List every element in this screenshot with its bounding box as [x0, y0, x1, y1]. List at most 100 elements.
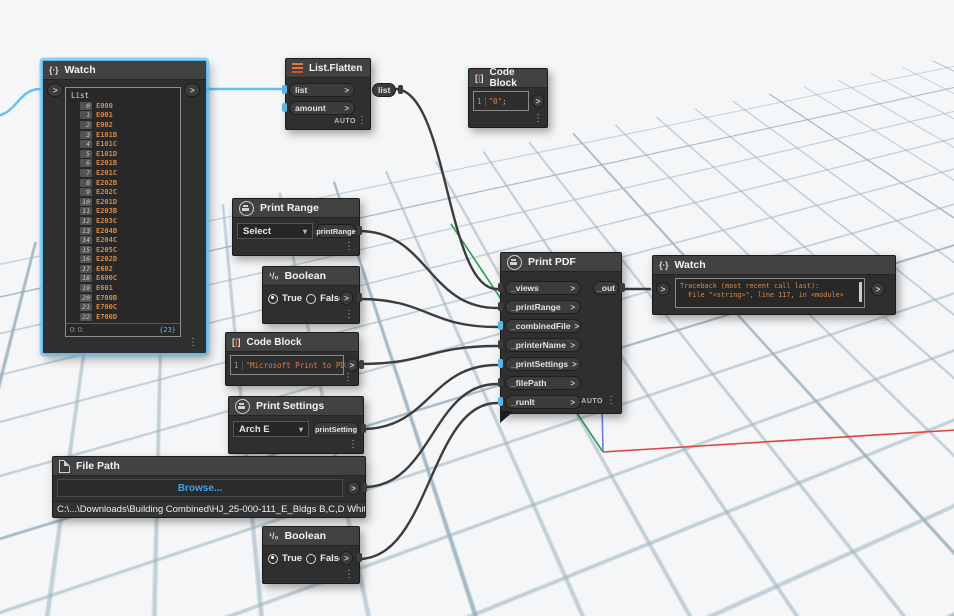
code-editor[interactable]: 1"0"; — [473, 91, 529, 111]
node-options-dots[interactable]: ⋮ — [344, 569, 354, 580]
wire-boolean2-runit[interactable] — [357, 401, 499, 561]
list-flatten-node[interactable]: List.Flatten list> amount> list AUTO ⋮ — [282, 58, 403, 130]
code-block-node-2[interactable]: [|]Code Block 1"Microsoft Print to PDF";… — [225, 332, 364, 386]
node-options-dots[interactable]: ⋮ — [606, 395, 616, 406]
print-range-node[interactable]: Print Range Select▾ printRange ⋮ — [232, 198, 362, 256]
boolean-icon: ¹/₀ — [269, 271, 279, 281]
flatten-output-list[interactable]: list — [372, 83, 396, 97]
input-port[interactable]: _printerName> — [498, 338, 581, 352]
node-options-dots[interactable]: ⋮ — [348, 439, 358, 450]
file-path-value: C:\...\Downloads\Building Combined\HJ_25… — [53, 501, 365, 517]
node-title: Code Block — [489, 67, 517, 89]
wire-codeblock2-printername[interactable] — [358, 344, 499, 366]
code-block-node-1[interactable]: [|]Code Block 1"0"; > ⋮ — [468, 67, 548, 128]
watch1-output-port[interactable]: > — [184, 83, 200, 97]
list-flatten-icon — [292, 63, 303, 73]
print-settings-node[interactable]: Print Settings Arch E▾ printSetting ⋮ — [228, 396, 366, 454]
wire-canvas-to-watch1[interactable] — [0, 87, 42, 117]
watch2-preview[interactable]: Traceback (most recent call last): File … — [675, 278, 865, 308]
input-port[interactable]: _views> — [498, 281, 581, 295]
watch2-output-port[interactable]: > — [871, 282, 885, 296]
node-title: Boolean — [284, 530, 326, 542]
node-options-dots[interactable]: ⋮ — [344, 241, 354, 252]
file-icon — [59, 459, 70, 473]
watch2-input-port[interactable]: > — [656, 282, 670, 296]
watch-icon: {∙} — [659, 260, 669, 270]
list-levels[interactable]: 0: 0: — [70, 326, 84, 334]
node-title: Boolean — [284, 270, 326, 282]
printrange-output-port[interactable]: printRange — [316, 224, 356, 238]
node-title: File Path — [76, 460, 120, 472]
codeblock2-output-port[interactable]: > — [346, 358, 358, 372]
code-editor[interactable]: 1"Microsoft Print to PDF"; — [230, 355, 358, 375]
wire-flatten-to-views[interactable] — [393, 87, 499, 291]
boolean2-output-port[interactable]: > — [340, 551, 353, 565]
watch1-input-port[interactable]: > — [47, 83, 63, 97]
input-port[interactable]: _printSettings> — [498, 357, 581, 371]
node-options-dots[interactable]: ⋮ — [343, 372, 353, 383]
flatten-input-amount[interactable]: amount> — [289, 101, 355, 115]
wire-printsettings[interactable] — [360, 363, 499, 431]
printpdf-output-port[interactable]: _out — [593, 281, 619, 295]
node-title: Code Block — [246, 336, 302, 348]
radio-true[interactable] — [268, 293, 278, 304]
chevron-down-icon: ▾ — [298, 424, 303, 434]
radio-true[interactable] — [268, 553, 278, 564]
input-port[interactable]: _filePath> — [498, 376, 581, 390]
wire-printrange[interactable] — [357, 229, 499, 310]
print-pdf-node[interactable]: Print PDF _views> _printRange> _combined… — [498, 252, 625, 423]
filepath-output-port[interactable]: > — [347, 481, 360, 495]
printsettings-output-port[interactable]: printSetting — [313, 422, 359, 436]
input-port[interactable]: _printRange> — [498, 300, 581, 314]
node-title: Print Range — [260, 202, 319, 214]
lacing-label[interactable]: AUTO — [334, 118, 356, 125]
traceback-line: Traceback (most recent call last): — [680, 282, 820, 290]
flatten-input-list[interactable]: list> — [289, 83, 355, 97]
wire-boolean1-combinedfile[interactable] — [357, 297, 499, 329]
codeblock1-output-port[interactable]: > — [532, 94, 544, 108]
node-options-dots[interactable]: ⋮ — [352, 503, 362, 514]
node-options-dots[interactable]: ⋮ — [188, 337, 198, 348]
boolean1-output-port[interactable]: > — [340, 291, 353, 305]
browse-button[interactable]: Browse... — [57, 479, 343, 497]
watch-node-2[interactable]: {∙}Watch > Traceback (most recent call l… — [652, 255, 896, 326]
input-port[interactable]: _runIt> — [498, 395, 581, 409]
wire-filepath[interactable] — [362, 382, 499, 489]
node-options-dots[interactable]: ⋮ — [533, 113, 543, 124]
node-title: Watch — [64, 64, 96, 76]
printer-icon — [507, 254, 522, 270]
file-path-node[interactable]: File Path Browse... > C:\...\Downloads\B… — [52, 456, 367, 518]
lacing-label[interactable]: AUTO — [581, 398, 603, 405]
list-label: List — [71, 91, 90, 100]
print-settings-dropdown[interactable]: Arch E▾ — [233, 421, 309, 437]
scrollbar-thumb[interactable] — [859, 282, 862, 302]
node-options-dots[interactable]: ⋮ — [879, 315, 889, 326]
list-count-badge: {23} — [159, 326, 176, 334]
radio-false[interactable] — [306, 293, 317, 304]
input-port[interactable]: _combinedFile> — [498, 319, 581, 333]
print-range-dropdown[interactable]: Select▾ — [237, 223, 313, 239]
radio-false[interactable] — [306, 553, 317, 564]
node-options-dots[interactable]: ⋮ — [344, 309, 354, 320]
node-options-dots[interactable]: ⋮ — [357, 115, 367, 126]
printer-icon — [235, 398, 250, 414]
